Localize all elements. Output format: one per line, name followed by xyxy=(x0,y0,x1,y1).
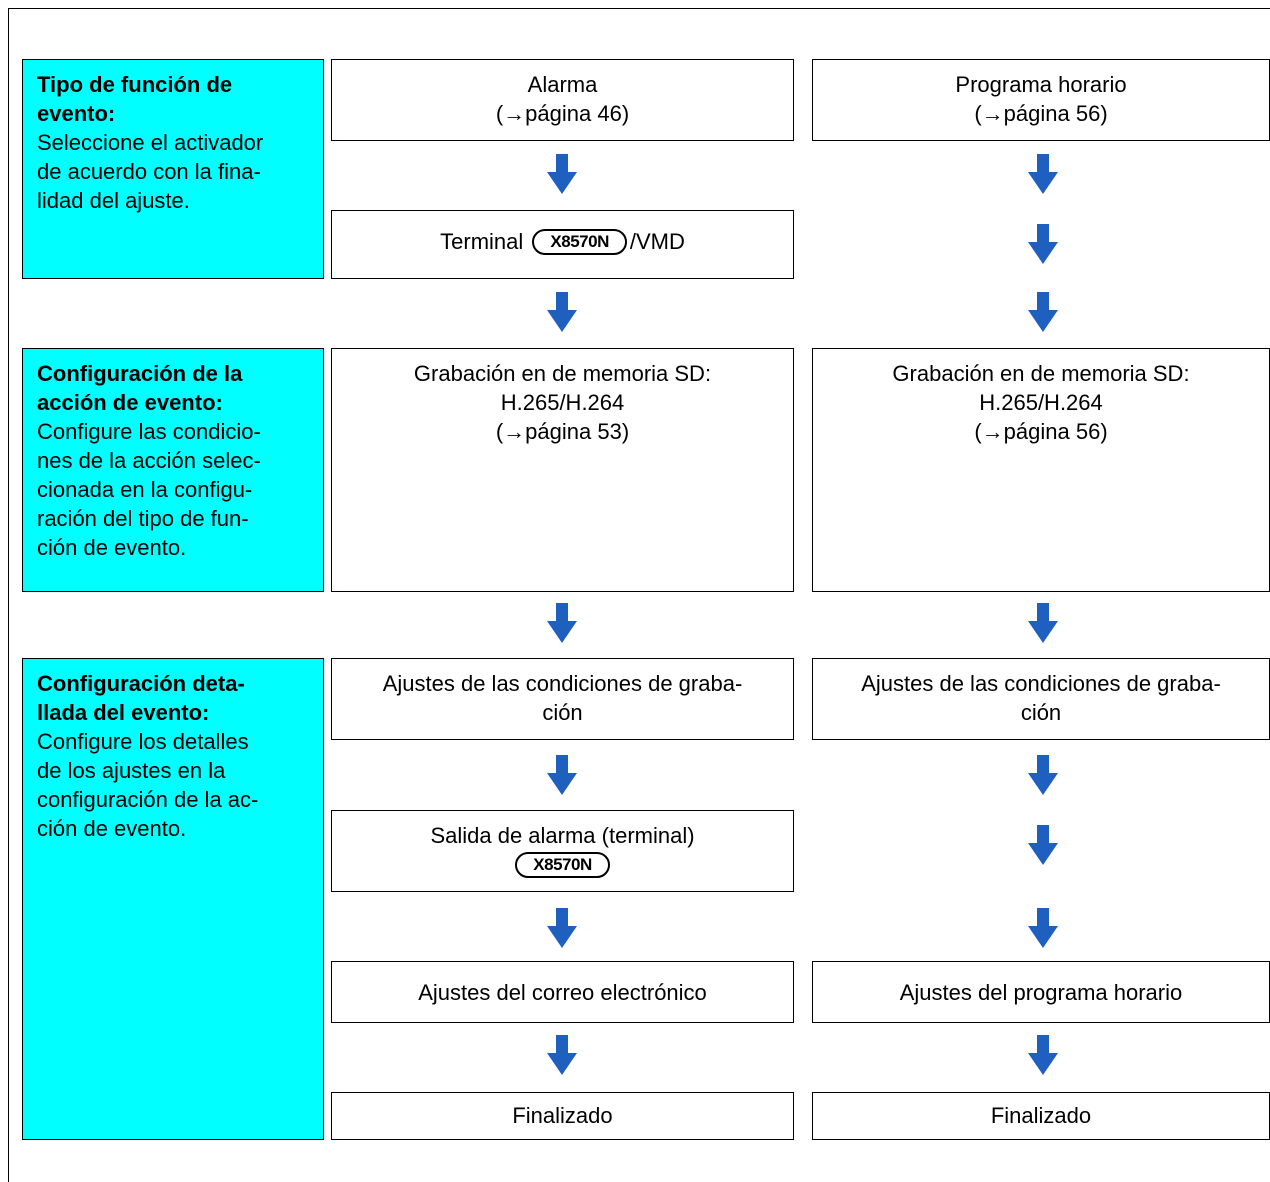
schedule-settings-box: Ajustes del programa horario xyxy=(812,961,1270,1023)
down-arrow-icon xyxy=(1028,292,1058,332)
box-label: Terminal X8570N/VMD xyxy=(440,229,685,255)
sd-recording-box-b: Grabación en de memoria SD: H.265/H.264 … xyxy=(812,348,1270,592)
frame-left-border xyxy=(8,8,9,1182)
alarm-box: Alarma (→página 46) xyxy=(331,59,794,141)
box-label: Grabación en de memoria SD: xyxy=(892,361,1190,386)
box-label: Ajustes del correo electrónico xyxy=(418,980,707,1005)
box-label: ción xyxy=(1020,700,1062,725)
down-arrow-icon xyxy=(1028,224,1058,264)
section-event-function-type: Tipo de función de evento: Seleccione el… xyxy=(22,59,324,279)
section-heading: Configuración de la xyxy=(37,361,243,386)
model-badge: X8570N xyxy=(515,852,610,878)
finished-box-b: Finalizado xyxy=(812,1092,1270,1140)
page-reference: (→página 46) xyxy=(495,101,630,126)
box-label: Finalizado xyxy=(512,1103,613,1128)
section-description: nes de la acción selec- xyxy=(37,448,261,473)
down-arrow-icon xyxy=(1028,154,1058,194)
box-label: Ajustes de las condiciones de graba- xyxy=(382,671,743,696)
box-label: ción xyxy=(542,700,583,725)
section-description: ración del tipo de fun- xyxy=(37,506,249,531)
section-description: ción de evento. xyxy=(37,816,187,841)
section-heading: evento: xyxy=(37,101,116,126)
finished-box-a: Finalizado xyxy=(331,1092,794,1140)
section-description: cionada en la configu- xyxy=(37,477,253,502)
terminal-vmd-box: Terminal X8570N/VMD xyxy=(331,210,794,279)
recording-conditions-box-b: Ajustes de las condiciones de graba- ció… xyxy=(812,658,1270,740)
section-heading: Tipo de función de xyxy=(37,72,233,97)
down-arrow-icon xyxy=(1028,1035,1058,1075)
codec-label: H.265/H.264 xyxy=(979,390,1103,415)
down-arrow-icon xyxy=(547,908,577,948)
schedule-box: Programa horario (→página 56) xyxy=(812,59,1270,141)
page-reference: (→página 56) xyxy=(974,101,1108,126)
section-heading: llada del evento: xyxy=(37,700,210,725)
box-label: Salida de alarma (terminal) xyxy=(430,823,695,848)
section-description: configuración de la ac- xyxy=(37,787,259,812)
section-description: de acuerdo con la fina- xyxy=(37,159,261,184)
down-arrow-icon xyxy=(1028,755,1058,795)
down-arrow-icon xyxy=(1028,908,1058,948)
section-event-action-config: Configuración de la acción de evento: Co… xyxy=(22,348,324,592)
down-arrow-icon xyxy=(547,154,577,194)
down-arrow-icon xyxy=(1028,603,1058,643)
section-heading: acción de evento: xyxy=(37,390,223,415)
page-reference: (→página 53) xyxy=(495,419,630,444)
down-arrow-icon xyxy=(547,1035,577,1075)
section-description: de los ajustes en la xyxy=(37,758,226,783)
section-description: Configure las condicio- xyxy=(37,419,261,444)
down-arrow-icon xyxy=(547,603,577,643)
box-label: Finalizado xyxy=(990,1103,1092,1128)
down-arrow-icon xyxy=(1028,825,1058,865)
codec-label: H.265/H.264 xyxy=(500,390,625,415)
model-badge: X8570N xyxy=(532,229,627,255)
section-description: Seleccione el activador xyxy=(37,130,264,155)
section-heading: Configuración deta- xyxy=(37,671,245,696)
down-arrow-icon xyxy=(547,755,577,795)
page-reference: (→página 56) xyxy=(974,419,1108,444)
alarm-output-box: Salida de alarma (terminal) X8570N xyxy=(331,810,794,892)
box-label: Ajustes del programa horario xyxy=(899,980,1183,1005)
section-description: ción de evento. xyxy=(37,535,187,560)
email-settings-box: Ajustes del correo electrónico xyxy=(331,961,794,1023)
box-label: Programa horario xyxy=(955,72,1127,97)
recording-conditions-box: Ajustes de las condiciones de graba- ció… xyxy=(331,658,794,740)
section-description: lidad del ajuste. xyxy=(37,188,190,213)
box-label: Alarma xyxy=(527,72,598,97)
down-arrow-icon xyxy=(547,292,577,332)
section-detailed-event-config: Configuración deta- llada del evento: Co… xyxy=(22,658,324,1140)
sd-recording-box: Grabación en de memoria SD: H.265/H.264 … xyxy=(331,348,794,592)
frame-top-border xyxy=(8,8,1270,9)
box-label: Ajustes de las condiciones de graba- xyxy=(861,671,1221,696)
box-label: Grabación en de memoria SD: xyxy=(413,361,712,386)
section-description: Configure los detalles xyxy=(37,729,249,754)
